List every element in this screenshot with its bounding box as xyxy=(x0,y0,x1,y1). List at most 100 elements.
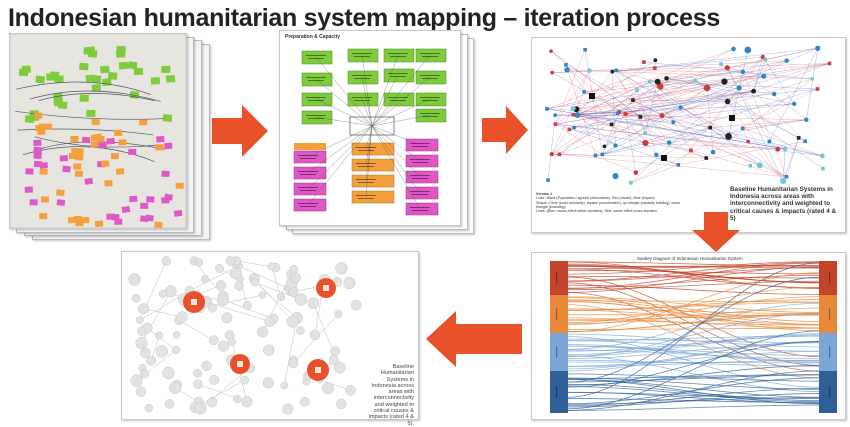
card-text-line xyxy=(308,100,324,101)
bubble-node xyxy=(136,387,146,397)
card-text-line xyxy=(388,73,408,74)
sticky-note-pink xyxy=(146,196,154,202)
card-text-line xyxy=(390,76,406,77)
bubble-node xyxy=(287,316,299,328)
network-node xyxy=(610,70,614,74)
bubble-node xyxy=(163,367,175,379)
network-node xyxy=(783,147,788,152)
network-edge xyxy=(728,102,799,138)
card-orange xyxy=(352,175,394,187)
card-text-line xyxy=(356,163,376,164)
sticky-note-orange xyxy=(176,183,184,189)
bubble-node xyxy=(136,337,148,349)
sticky-note-orange xyxy=(118,139,126,145)
card-text-line xyxy=(298,155,318,156)
card-green xyxy=(384,93,414,106)
network-node xyxy=(721,78,727,84)
sticky-wall-photo xyxy=(9,33,187,229)
sticky-note-pink xyxy=(40,162,48,169)
highlight-node-glyph xyxy=(323,285,329,291)
network-edge xyxy=(552,129,570,154)
bubble-node xyxy=(136,316,143,323)
network-node xyxy=(587,68,592,73)
network-node xyxy=(653,58,657,62)
network-node xyxy=(785,175,789,179)
network-edge xyxy=(710,120,806,128)
network-node xyxy=(614,69,618,73)
bubble-node xyxy=(257,327,268,338)
sankey-node-left xyxy=(550,333,568,371)
card-text-line xyxy=(388,53,408,54)
sankey-label-mark xyxy=(829,272,830,284)
network-node xyxy=(804,117,809,122)
bubble-node xyxy=(242,396,253,407)
sticky-note-green xyxy=(100,66,110,74)
sankey-node-right xyxy=(819,333,837,371)
sticky-note-pink xyxy=(33,153,41,159)
network-node xyxy=(784,58,788,62)
bubble-node xyxy=(291,273,301,283)
network-node xyxy=(816,87,820,91)
card-text-line xyxy=(412,178,428,179)
network-node xyxy=(572,126,576,130)
network-hub-node xyxy=(589,93,595,99)
sankey-diagram xyxy=(532,253,845,419)
network-node xyxy=(653,66,657,70)
bubble-node xyxy=(169,382,181,394)
sticky-note-green xyxy=(19,69,28,76)
network-node xyxy=(642,140,648,146)
network-node xyxy=(751,89,756,94)
bubble-node xyxy=(162,257,171,266)
card-text-line xyxy=(308,118,324,119)
sticky-note-green xyxy=(88,50,97,58)
network-caption: Baseline Humanitarian Systems in Indones… xyxy=(730,186,842,222)
card-connector xyxy=(372,126,420,145)
card-text-line xyxy=(412,210,428,211)
card-text-line xyxy=(420,75,440,76)
network-node xyxy=(780,178,786,184)
card-text-line xyxy=(352,97,372,98)
sticky-note-orange xyxy=(114,130,122,136)
sticky-note-green xyxy=(102,78,112,86)
network-node xyxy=(671,120,675,124)
bubble-node xyxy=(155,332,163,340)
network-node xyxy=(704,84,711,91)
network-edge xyxy=(612,57,763,72)
network-node xyxy=(757,162,763,168)
sticky-note-pink xyxy=(82,137,90,143)
bubble-node xyxy=(202,361,212,371)
sticky-note-pink xyxy=(99,142,107,148)
network-node xyxy=(792,102,796,106)
bubble-caption: Baseline Humanitarian Systems in Indones… xyxy=(368,364,414,427)
network-node xyxy=(644,131,648,135)
sankey-node-left xyxy=(550,261,568,295)
network-node xyxy=(741,70,745,74)
network-node xyxy=(564,63,568,67)
sankey-panel: Sankey Diagram of Indonesian Humanitaria… xyxy=(531,252,846,420)
bubble-node xyxy=(131,375,143,387)
bubble-edge xyxy=(239,266,288,288)
card-pink xyxy=(406,171,438,183)
network-node xyxy=(744,47,751,54)
network-node xyxy=(633,170,638,175)
sankey-label-mark xyxy=(829,386,830,398)
card-text-line xyxy=(354,78,370,79)
network-node xyxy=(679,106,683,110)
flow-arrow-1 xyxy=(212,105,268,157)
sticky-note-pink xyxy=(128,149,136,155)
network-node xyxy=(558,153,562,157)
card-green xyxy=(416,109,446,122)
sticky-note-orange xyxy=(41,196,49,202)
network-edge xyxy=(650,82,818,89)
bubble-node xyxy=(209,336,218,345)
card-green xyxy=(348,93,378,106)
network-edge xyxy=(616,70,743,71)
bubble-node xyxy=(334,362,345,373)
sticky-note-orange xyxy=(101,161,109,167)
bubble-edge xyxy=(206,302,269,322)
sankey-node-right xyxy=(819,261,837,295)
sticky-note-green xyxy=(86,75,95,83)
network-node xyxy=(689,149,693,153)
sankey-label-mark xyxy=(556,386,557,398)
sankey-title: Sankey Diagram of Indonesian Humanitaria… xyxy=(637,256,743,261)
